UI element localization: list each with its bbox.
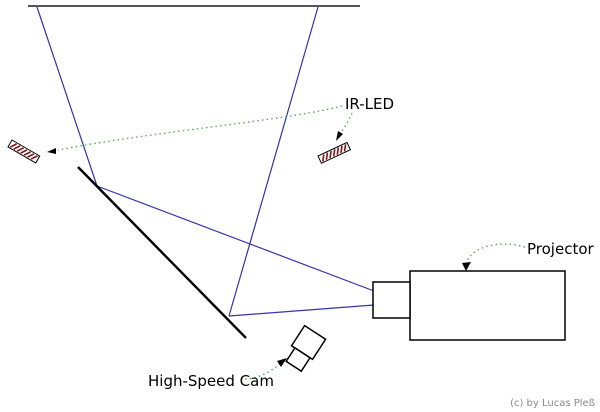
annotation-curve-projector — [466, 243, 526, 262]
copyright-text: (c) by Lucas Pleß — [510, 398, 595, 409]
ir-led-left-stripes — [9, 143, 38, 160]
beam-lines — [36, 6, 375, 317]
annotation-curve-camera — [244, 362, 282, 380]
projector-label: Projector — [527, 240, 594, 258]
beam-line-mirror-top-to-lens — [96, 185, 375, 292]
ir-led-left — [7, 139, 41, 164]
ir-led-right — [317, 141, 352, 164]
mirror-line — [77, 166, 247, 339]
beam-line-screen-left — [36, 6, 98, 187]
arrowhead-irled-left — [47, 148, 56, 154]
projector-body — [409, 270, 566, 341]
annotation-arrowheads — [47, 131, 471, 367]
beam-line-mirror-bottom-to-lens — [228, 304, 375, 317]
annotation-curves — [57, 105, 526, 380]
camera-mount — [285, 346, 312, 373]
arrowhead-projector — [462, 262, 471, 271]
arrowhead-irled-right — [336, 131, 343, 141]
ir-led-right-stripes — [321, 144, 347, 162]
projector-box — [372, 270, 566, 341]
arrowhead-camera — [277, 358, 287, 367]
high-speed-camera — [285, 324, 327, 373]
projector-lens — [372, 281, 411, 319]
annotation-curve-irled-left — [57, 105, 343, 151]
annotation-curve-irled-right — [339, 112, 353, 135]
high-speed-cam-label: High-Speed Cam — [148, 372, 274, 390]
ir-led-label: IR-LED — [345, 95, 395, 113]
beam-line-screen-right — [228, 6, 319, 317]
